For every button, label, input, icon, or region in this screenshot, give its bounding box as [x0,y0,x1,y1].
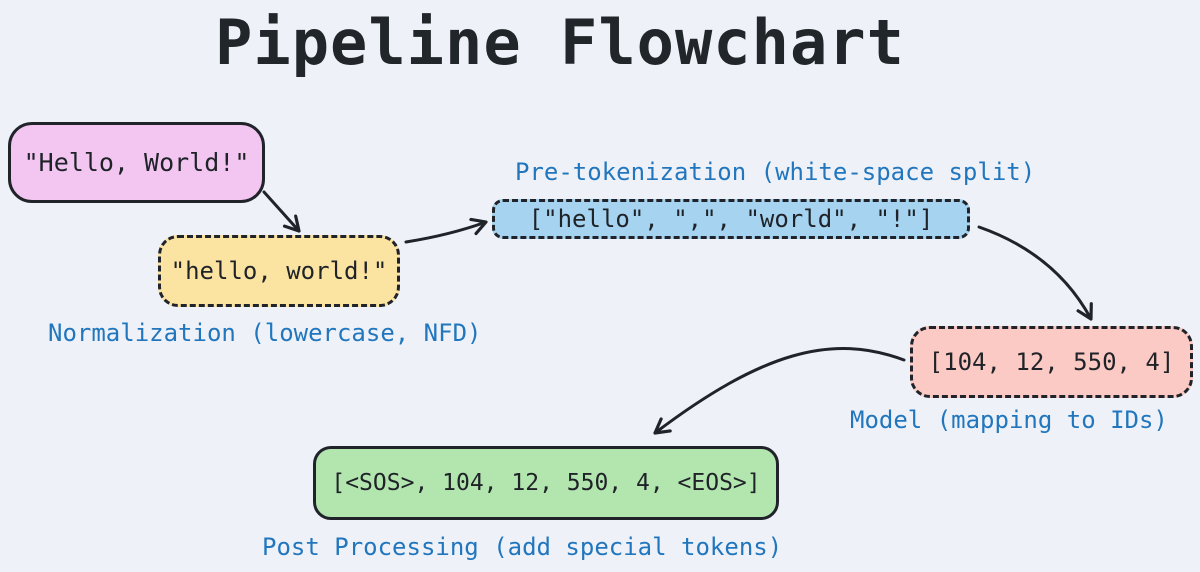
label-pre-tokenization: Pre-tokenization (white-space split) [515,158,1036,186]
node-post-processed: [<SOS>, 104, 12, 550, 4, <EOS>] [313,446,779,520]
page-title: Pipeline Flowchart [215,6,905,79]
node-pretokenized-list: ["hello", ",", "world", "!"] [492,199,970,239]
label-normalization: Normalization (lowercase, NFD) [48,319,482,347]
node-normalized-text: "hello, world!" [158,235,400,307]
node-input-text: "Hello, World!" [8,122,265,203]
node-token-ids: [104, 12, 550, 4] [910,326,1193,398]
arrow-input-to-normalized [262,190,301,233]
arrow-pretokenized-to-model [977,225,1093,321]
arrow-normalized-to-pretokenized [404,217,488,244]
label-post-processing: Post Processing (add special tokens) [262,533,783,561]
label-model: Model (mapping to IDs) [850,406,1168,434]
